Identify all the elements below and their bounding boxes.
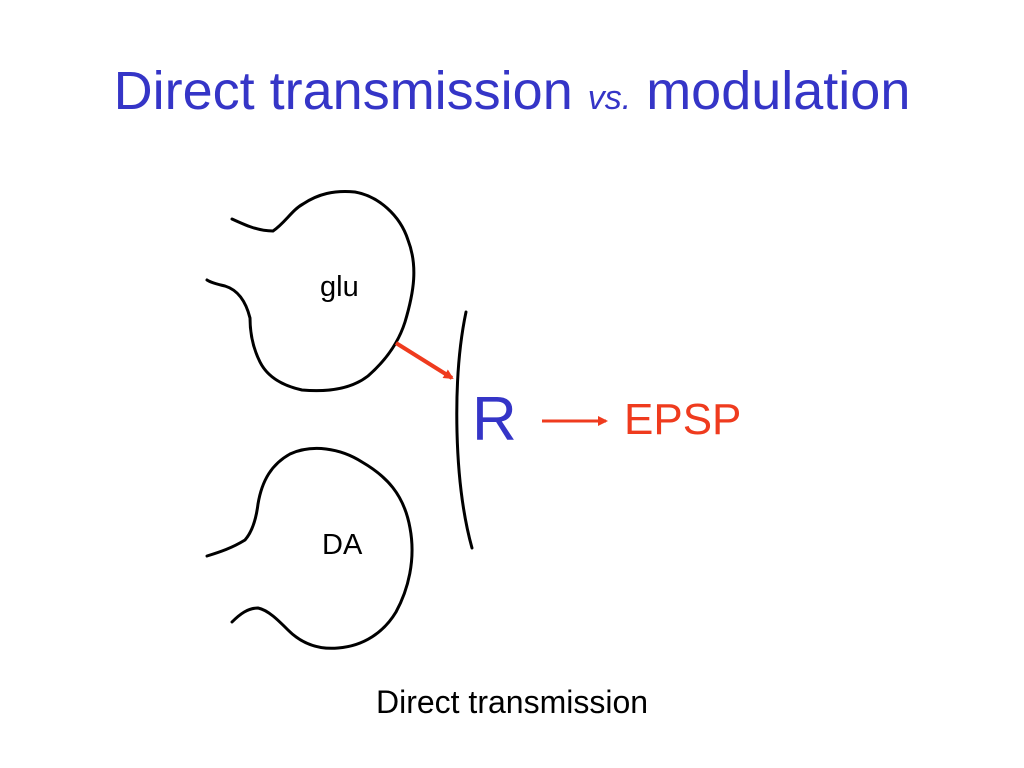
da-label: DA [322,529,363,561]
postsynaptic-membrane [455,310,474,550]
slide-title: Direct transmission vs. modulation [0,56,1024,133]
title-text-main: Direct transmission [113,61,588,121]
epsp-label: EPSP [624,395,742,444]
title-vs: vs. [587,79,632,117]
glu-terminal-outline [205,190,416,393]
da-terminal-outline [205,447,414,650]
receptor-label: R [472,385,517,454]
glu-to-receptor-arrow [394,341,454,380]
diagram-caption: Direct transmission [375,684,649,720]
title-text-end: modulation [631,61,911,121]
glu-label: glu [320,271,359,303]
